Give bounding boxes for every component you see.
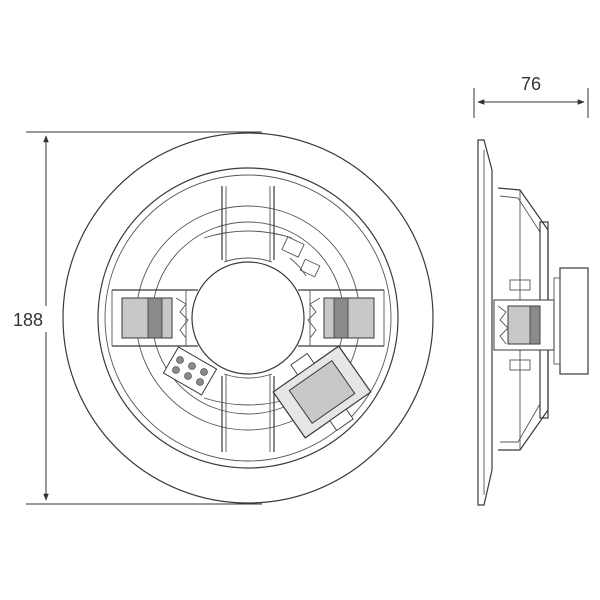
side-view <box>477 139 589 506</box>
magnet <box>559 267 589 375</box>
right-mount-clamp <box>298 289 385 347</box>
top-bracket <box>203 186 293 263</box>
center-opening <box>191 261 305 375</box>
side-clamp <box>493 299 555 351</box>
terminal-block <box>162 346 218 396</box>
trim-flange <box>477 139 493 506</box>
front-view <box>62 132 434 504</box>
outer-trim-ring <box>62 132 434 504</box>
wire-connector <box>281 236 321 278</box>
inner-trim-ring <box>97 167 399 469</box>
left-mount-clamp <box>111 289 198 347</box>
height-dimension: 188 <box>4 131 262 505</box>
depth-label: 76 <box>521 74 541 94</box>
height-label: 188 <box>13 310 43 330</box>
depth-dimension: 76 <box>473 74 589 118</box>
bottom-bracket <box>203 373 293 452</box>
baffle-ring <box>104 174 392 462</box>
transformer-module <box>272 345 372 439</box>
